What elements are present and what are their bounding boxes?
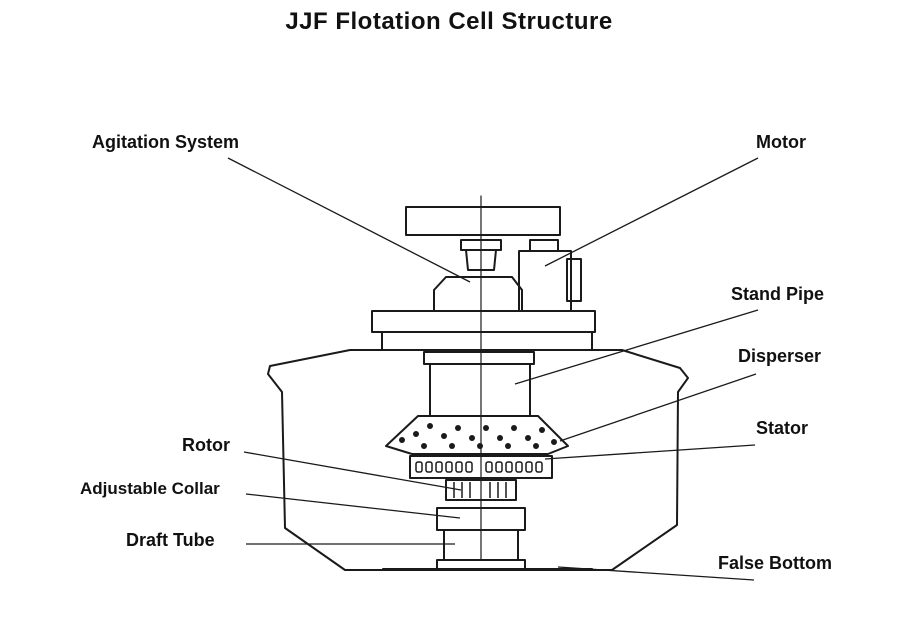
leader-disperser bbox=[559, 373, 757, 442]
diagram-title: JJF Flotation Cell Structure bbox=[285, 8, 613, 35]
label-motor: Motor bbox=[756, 132, 806, 152]
leader-stator bbox=[544, 444, 756, 460]
cover-plate bbox=[371, 310, 596, 333]
label-draft-tube: Draft Tube bbox=[126, 530, 215, 550]
bearing-cone bbox=[465, 249, 497, 271]
label-disperser: Disperser bbox=[738, 346, 822, 366]
label-adjustable-collar: Adjustable Collar bbox=[80, 479, 220, 498]
leader-stand-pipe bbox=[514, 309, 759, 385]
stand-pipe-flange bbox=[423, 351, 535, 365]
stand-pipe bbox=[429, 363, 531, 417]
leader-motor bbox=[544, 157, 759, 267]
label-agitation-system: Agitation System bbox=[92, 132, 240, 152]
motor-terminal bbox=[566, 258, 582, 302]
drive-pulley bbox=[405, 206, 561, 236]
label-stand-pipe: Stand Pipe bbox=[731, 284, 825, 304]
disperser-hood bbox=[385, 415, 569, 455]
stator-ring bbox=[409, 455, 553, 479]
leader-adjustable-collar bbox=[245, 493, 461, 519]
draft-tube-base bbox=[436, 559, 526, 571]
leader-false-bottom bbox=[557, 566, 755, 581]
motor-cap bbox=[529, 239, 559, 252]
label-rotor: Rotor bbox=[182, 435, 230, 455]
motor-body bbox=[518, 250, 572, 312]
label-stator: Stator bbox=[756, 418, 809, 438]
bearing-housing bbox=[433, 276, 523, 312]
leader-rotor bbox=[243, 451, 462, 491]
rotor-hub bbox=[445, 479, 517, 501]
cover-plate-lower bbox=[381, 331, 593, 351]
label-false-bottom: False Bottom bbox=[718, 553, 833, 573]
tank-body bbox=[267, 349, 689, 571]
leader-agitation-system bbox=[227, 157, 471, 283]
